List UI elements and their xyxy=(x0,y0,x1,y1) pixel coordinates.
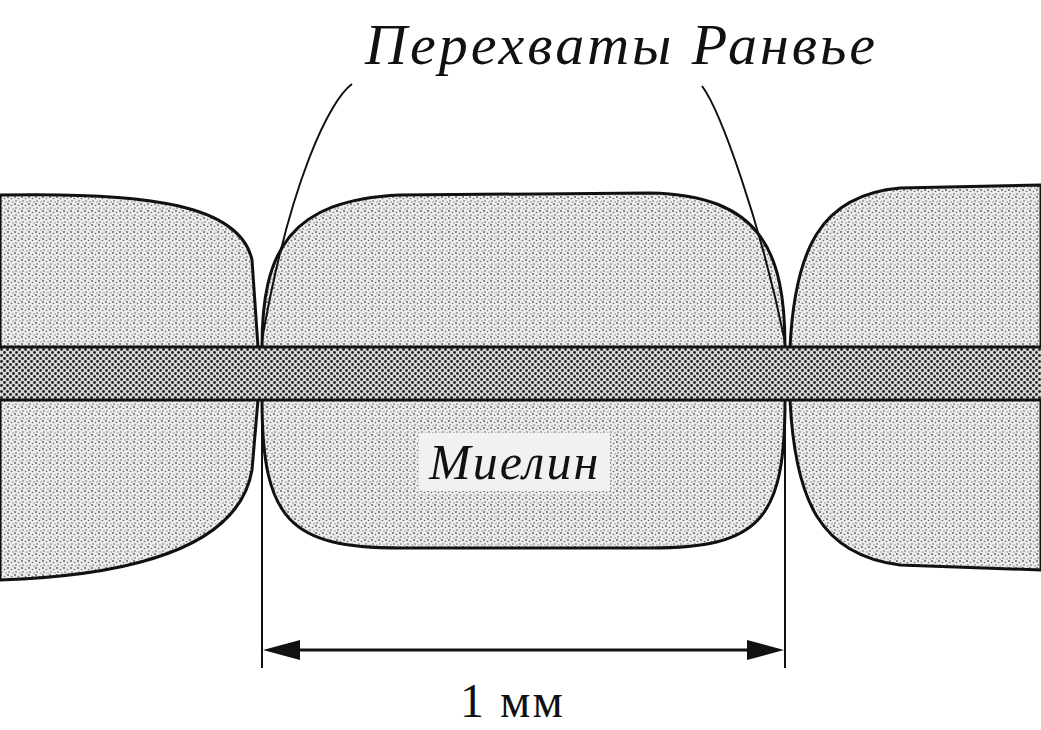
leader-line xyxy=(702,86,785,342)
dimension-line xyxy=(275,649,772,652)
axon-edge xyxy=(0,399,1041,402)
leader-line xyxy=(262,84,352,340)
node-text: Миелин xyxy=(419,433,610,491)
axon-edge xyxy=(0,346,1041,349)
axon xyxy=(0,347,1041,400)
dimension-tick xyxy=(261,404,263,668)
dimension-tick xyxy=(784,404,786,668)
dimension-arrow xyxy=(263,640,300,660)
callout-label: Перехваты Ранвье xyxy=(365,11,878,78)
dimension-arrow xyxy=(747,640,784,660)
dimension-label: 1 мм xyxy=(460,673,565,728)
myelin-segment: Миелин xyxy=(419,433,610,491)
